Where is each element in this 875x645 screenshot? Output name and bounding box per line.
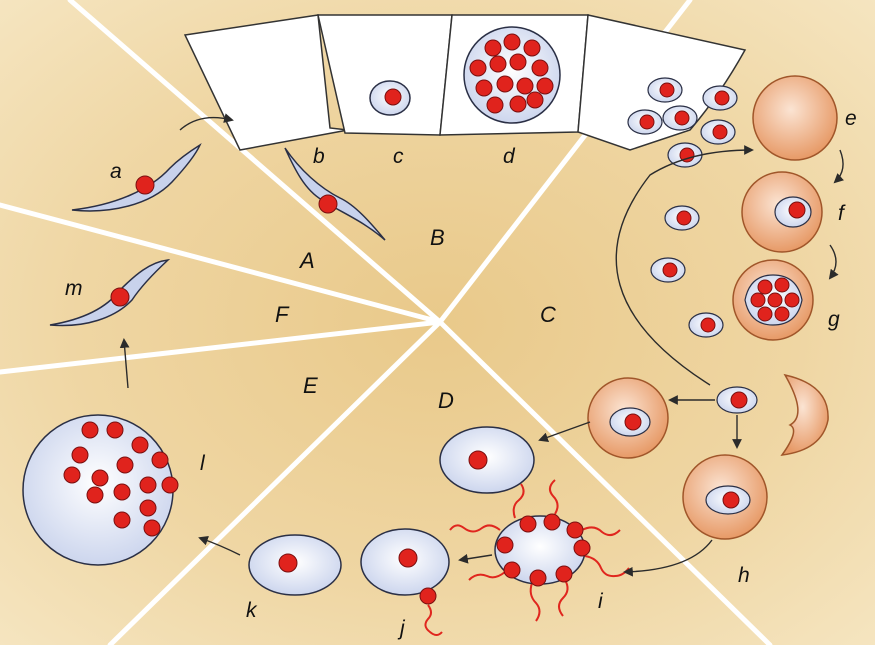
merozoite [665, 206, 699, 230]
stage-k-ookinete [249, 535, 341, 595]
schizont-nucleus [487, 97, 503, 113]
stage-c-cell [370, 81, 410, 115]
meront-nucleus [751, 293, 765, 307]
step-label-d: d [503, 145, 516, 168]
merozoite [703, 86, 737, 110]
oocyst-sporozoite [87, 487, 103, 503]
meront-nucleus [758, 280, 772, 294]
meront-nucleus [758, 307, 772, 321]
oocyst-sporozoite [144, 520, 160, 536]
merozoite [628, 110, 662, 134]
merozoite [648, 78, 682, 102]
step-label-e: e [845, 107, 857, 130]
oocyst-sporozoite [117, 457, 133, 473]
oocyst-sporozoite [114, 484, 130, 500]
schizont-nucleus [527, 92, 543, 108]
merozoite [663, 106, 697, 130]
schizont-nucleus [490, 56, 506, 72]
oocyst-sporozoite [92, 470, 108, 486]
stage-label-c: C [540, 302, 556, 327]
schizont-nucleus [485, 40, 501, 56]
oocyst-sporozoite [152, 452, 168, 468]
merozoite [689, 313, 723, 337]
gametocyte-nucleus [530, 570, 546, 586]
schizont-nucleus [510, 96, 526, 112]
stage-label-d: D [438, 388, 454, 413]
schizont-nucleus [476, 80, 492, 96]
step-label-h: h [738, 564, 750, 587]
schizont-nucleus [497, 76, 513, 92]
stage-d-free-cell [440, 427, 534, 493]
meront-nucleus [768, 293, 782, 307]
step-label-m: m [65, 277, 83, 300]
oocyst-sporozoite [72, 447, 88, 463]
oocyst-sporozoite [132, 437, 148, 453]
step-label-c: c [393, 145, 404, 168]
oocyst-sporozoite [114, 512, 130, 528]
oocyst-sporozoite [162, 477, 178, 493]
oocyst-sporozoite [107, 422, 123, 438]
schizont-nucleus [510, 54, 526, 70]
step-label-a: a [110, 160, 122, 183]
stage-label-f: F [275, 302, 290, 327]
oocyst-sporozoite [140, 500, 156, 516]
step-label-b: b [313, 145, 325, 168]
merozoite [701, 120, 735, 144]
step-label-k: k [246, 599, 258, 622]
gametocyte-nucleus [544, 514, 560, 530]
meront-nucleus [775, 278, 789, 292]
gametocyte-nucleus [574, 540, 590, 556]
gametocyte-nucleus [556, 566, 572, 582]
stage-h-cell-left [588, 378, 668, 458]
schizont-nucleus [537, 78, 553, 94]
schizont-nucleus [524, 40, 540, 56]
schizont-nucleus [532, 60, 548, 76]
stage-h-cell-bottom [683, 455, 767, 539]
stage-label-a: A [298, 248, 315, 273]
oocyst-sporozoite [140, 477, 156, 493]
stage-label-b: B [430, 225, 445, 250]
meront-nucleus [775, 307, 789, 321]
stage-d-schizont [464, 27, 560, 123]
stage-f-cell [742, 172, 822, 252]
oocyst-sporozoite [64, 467, 80, 483]
merozoite [651, 258, 685, 282]
step-label-g: g [828, 308, 840, 331]
oocyst-sporozoite [82, 422, 98, 438]
schizont-nucleus [517, 78, 533, 94]
stage-g-cell [733, 260, 813, 340]
gametocyte-nucleus [567, 522, 583, 538]
gametocyte-nucleus [520, 516, 536, 532]
stage-h-free-cell [717, 387, 757, 413]
meront-nucleus [785, 293, 799, 307]
gametocyte-nucleus [504, 562, 520, 578]
schizont-nucleus [504, 34, 520, 50]
gametocyte-nucleus [497, 537, 513, 553]
stage-e-cell [753, 76, 837, 160]
schizont-nucleus [470, 60, 486, 76]
stage-label-e: E [303, 373, 318, 398]
